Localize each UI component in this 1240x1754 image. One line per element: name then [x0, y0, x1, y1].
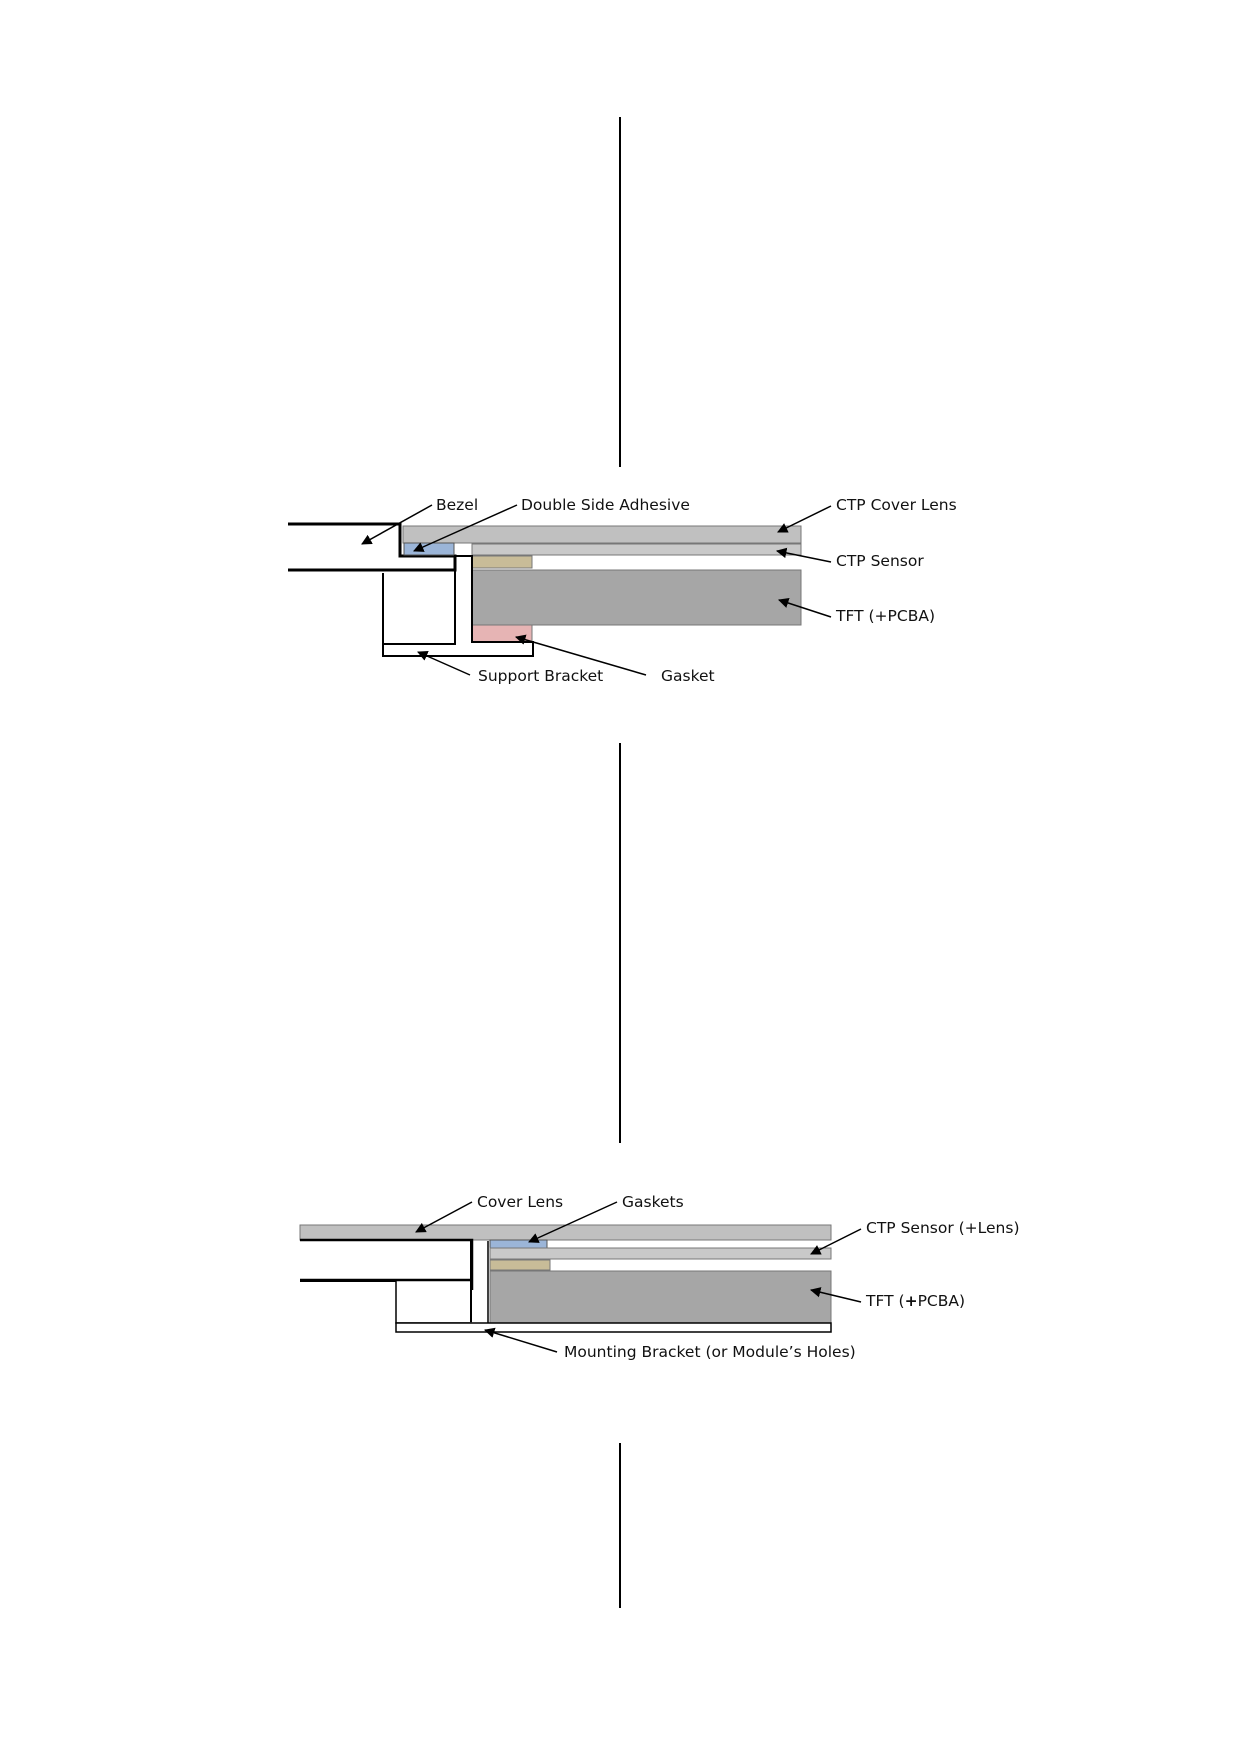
support-bracket	[382, 555, 534, 657]
gaskets	[489, 1239, 548, 1249]
arrow-ctp-sensor-lens	[810, 1228, 862, 1255]
tft-panel	[471, 569, 802, 626]
arrow-mounting-bracket	[483, 1327, 558, 1353]
label-ctp-cover-lens: CTP Cover Lens	[836, 496, 957, 514]
sensor-spacer	[471, 555, 533, 569]
bezel-mount-diagram: Bezel Double Side Adhesive CTP Cover Len…	[288, 496, 957, 685]
label-support-bracket: Support Bracket	[478, 667, 603, 685]
spacer	[489, 1259, 551, 1271]
bezel	[288, 522, 457, 572]
ctp-sensor	[471, 543, 802, 556]
tft-suffix: PCBA)	[918, 1292, 965, 1310]
label-double-side-adhesive: Double Side Adhesive	[521, 496, 690, 514]
tft-plus: +	[905, 1292, 918, 1310]
label-bezel: Bezel	[436, 496, 478, 514]
label-ctp-sensor: CTP Sensor	[836, 552, 924, 570]
mounting-bracket	[395, 1322, 832, 1333]
arrow-double-side-adhesive	[413, 504, 518, 552]
ctp-cover-lens	[402, 525, 802, 544]
arrow-ctp-cover-lens	[777, 505, 832, 533]
label-tft-pcba-2: TFT (+PCBA)	[865, 1292, 965, 1310]
arrow-gaskets	[528, 1201, 618, 1243]
ctp-sensor-lens	[489, 1247, 832, 1260]
arrow-cover-lens	[415, 1201, 473, 1233]
arrow-support-bracket	[417, 651, 471, 676]
label-gaskets: Gaskets	[622, 1193, 684, 1211]
housing-edge	[300, 1241, 472, 1322]
arrow-gasket	[514, 634, 647, 676]
tft-prefix: TFT (	[865, 1292, 905, 1310]
label-cover-lens: Cover Lens	[477, 1193, 563, 1211]
arrow-ctp-sensor	[775, 547, 832, 563]
label-tft-pcba: TFT (+PCBA)	[835, 607, 935, 625]
rear-mount-diagram: Cover Lens Gaskets CTP Sensor (+Lens) TF…	[299, 1193, 1020, 1361]
arrow-tft-pcba-2	[809, 1287, 862, 1303]
label-mounting-bracket: Mounting Bracket (or Module’s Holes)	[564, 1343, 856, 1361]
bracket-block	[395, 1281, 472, 1324]
arrow-tft-pcba	[778, 597, 832, 618]
label-gasket: Gasket	[661, 667, 715, 685]
tft-panel-2	[489, 1270, 832, 1324]
housing	[300, 1238, 474, 1290]
cover-lens	[299, 1224, 832, 1241]
label-ctp-sensor-lens: CTP Sensor (+Lens)	[866, 1219, 1020, 1237]
arrow-bezel	[361, 504, 433, 545]
